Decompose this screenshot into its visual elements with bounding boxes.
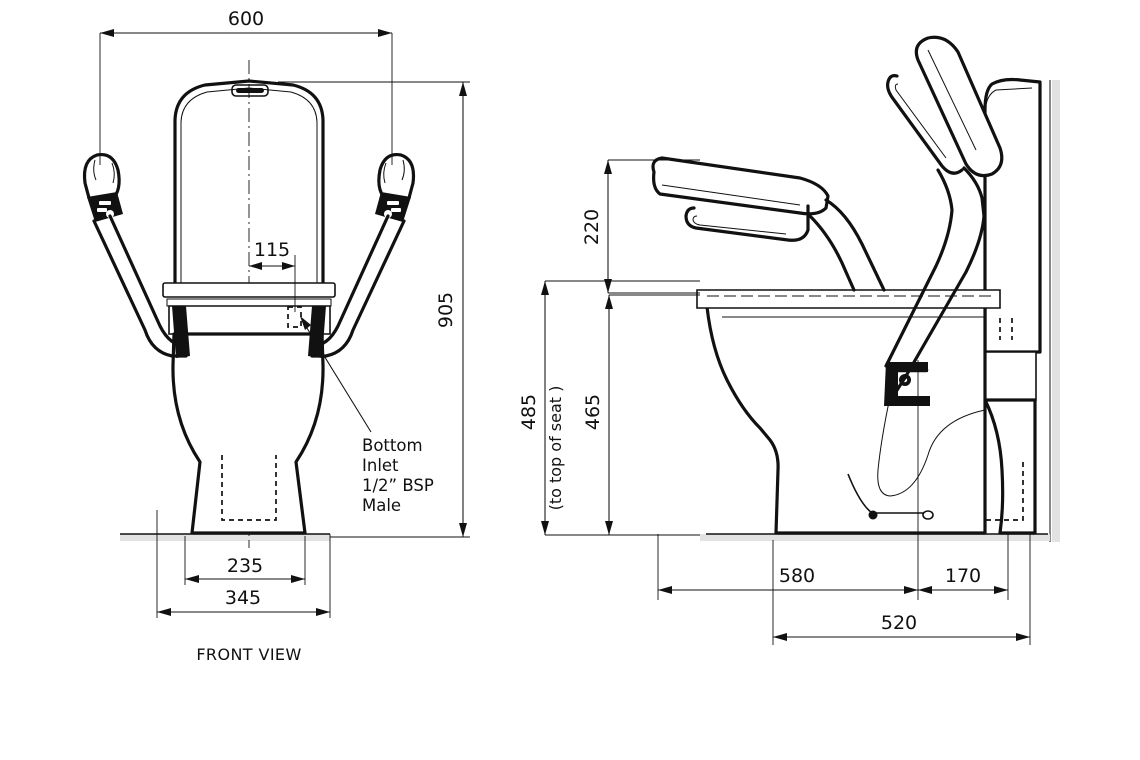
armrest-loop-raised-inner [894,83,947,159]
right-grip-crease-2 [383,162,387,184]
dim-345-label: 345 [225,587,261,609]
right-hinge-block [308,306,326,358]
dim-170: 170 [918,534,1009,600]
right-grip-bracket [375,192,411,222]
front-floor-band [120,534,330,541]
dim-220: 220 [581,159,700,294]
cistern-side-skirt [984,351,1037,401]
dim-465-label: 465 [582,394,604,430]
side-wall-band [1052,80,1060,542]
armrest-support-front [824,198,886,292]
pan-bowl-side [705,296,987,535]
fixing-point-b [922,510,934,520]
side-view-group: 220 485 (to top of seat ) 465 [518,35,1060,645]
armrest-pad-raised [914,35,1004,178]
dim-600: 600 [99,8,393,165]
right-armrest-assembly [308,152,416,358]
note-bottom-inlet-line2: Inlet [362,456,399,475]
dim-520: 520 [772,534,1031,645]
dim-485: 485 (to top of seat ) [518,280,700,536]
cistern-side-body [983,77,1042,354]
left-hinge-block [172,306,190,358]
bottom-inlet-leader [300,316,372,433]
dim-485-note: (to top of seat ) [546,386,565,511]
armrest-hinge [884,362,930,406]
flush-button-front [231,84,269,97]
pan-trap-hidden [221,455,277,521]
armrest-pad-lowered [651,156,830,216]
left-grip-bracket [87,192,123,222]
armrest-pad-raised-crease [927,49,977,151]
dim-345: 345 [156,510,331,618]
toilet-seat-side [696,289,1001,309]
cistern-base-trim-2 [166,298,332,307]
dim-170-label: 170 [945,565,981,587]
left-grip-crease-2 [111,162,115,184]
pan-shoulder [168,305,331,335]
note-bottom-inlet-line3: 1/2” BSP [362,476,434,495]
cistern-base-trim [162,282,336,298]
note-bottom-inlet-line1: Bottom [362,436,423,455]
armrest-raised [884,35,1004,406]
armrest-loop-lowered [684,204,810,242]
armrest-support-rear [808,214,856,292]
rear-pedestal [983,398,1037,535]
pan-body-front [171,332,325,535]
armrest-column-outer [904,166,986,378]
right-arm-tube-outer [310,219,406,358]
armrest-pad-crease [661,184,801,206]
dim-520-label: 520 [881,612,917,634]
pan-internal-outline [877,369,986,497]
front-view-group: 600 905 115 [82,8,470,664]
front-view-title: FRONT VIEW [196,645,301,664]
dim-905: 905 [278,81,470,538]
dim-580-label: 580 [779,565,815,587]
cistern-body [173,79,325,292]
left-grip-crease [93,159,97,181]
dim-235: 235 [184,536,306,585]
note-bottom-inlet-line4: Male [362,496,401,515]
armrest-loop-inner [692,215,787,235]
armrest-lowered [651,156,886,292]
dim-905-label: 905 [435,292,457,328]
dim-115-label: 115 [254,239,290,261]
right-grip-crease [401,159,405,181]
dim-220-label: 220 [581,209,603,245]
dim-600-label: 600 [228,8,264,30]
inlet-hidden-side [999,318,1013,340]
left-armrest-assembly [82,152,190,358]
dim-465: 465 [582,294,700,535]
dim-235-label: 235 [227,555,263,577]
dim-115: 115 [249,239,296,312]
fixing-point-a [868,510,878,520]
left-arm-tube-outer [92,219,188,358]
armrest-loop-raised [886,74,964,175]
side-floor-band [700,534,1050,541]
cistern-side-inner [984,87,1033,113]
dim-580: 580 [657,360,919,600]
armrest-column-inner [884,168,954,368]
dim-485-label: 485 [518,394,540,430]
